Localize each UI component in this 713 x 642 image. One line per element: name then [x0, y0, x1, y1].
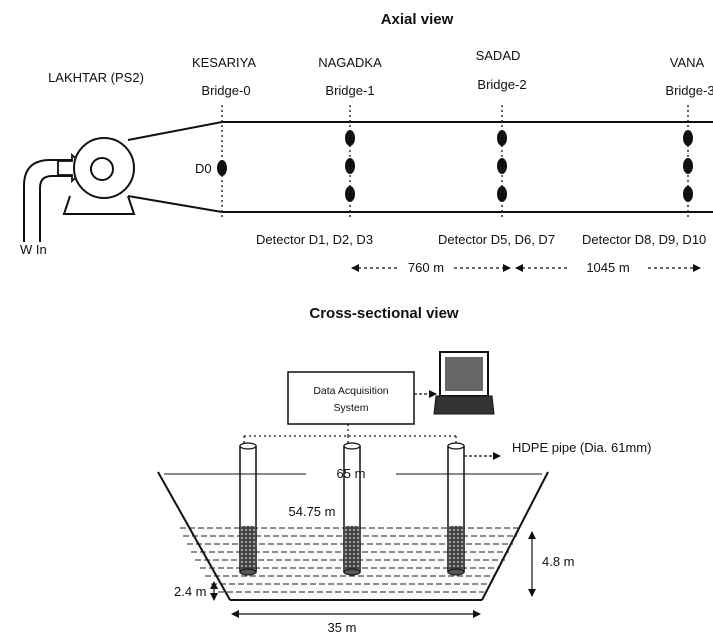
cross-view-title: Cross-sectional view	[309, 305, 459, 322]
bridge-2-label: Bridge-2	[477, 77, 526, 92]
detector-d3	[345, 186, 355, 202]
inlet-label: W In	[20, 242, 47, 257]
bridge-1-place: NAGADKA	[318, 55, 382, 70]
detector-d1	[345, 130, 355, 146]
bridge-3-label: Bridge-3	[665, 83, 713, 98]
bridge-1-label: Bridge-1	[325, 83, 374, 98]
daq-label-line2: System	[333, 402, 368, 414]
detector-d6	[497, 158, 507, 174]
detector-group-1-label: Detector D1, D2, D3	[256, 232, 373, 247]
water-width-label: 54.75 m	[289, 504, 336, 519]
distance-1045: 1045 m	[586, 260, 629, 275]
pipe-right	[447, 442, 465, 576]
cable-lines	[243, 424, 457, 446]
detector-d8	[683, 130, 693, 146]
detector-d0	[217, 160, 227, 176]
laptop-icon	[433, 351, 495, 415]
detector-d5	[497, 130, 507, 146]
bridge-3-place: VANA	[670, 55, 705, 70]
pump-icon	[62, 137, 136, 215]
depth-label: 4.8 m	[542, 554, 575, 569]
detector-group-2-label: Detector D5, D6, D7	[438, 232, 555, 247]
bridge-0-label: Bridge-0	[201, 83, 250, 98]
detector-d7	[497, 186, 507, 202]
axial-view-title: Axial view	[381, 11, 454, 28]
detector-d10	[683, 186, 693, 202]
inlet-pipe	[23, 159, 73, 242]
detector-d2	[345, 158, 355, 174]
bottom-height-label: 2.4 m	[174, 584, 207, 599]
pipe-left	[239, 442, 257, 576]
pump-station-label: LAKHTAR (PS2)	[48, 70, 144, 85]
daq-label-line1: Data Acquisition	[313, 385, 388, 397]
daq-box	[287, 371, 415, 425]
hdpe-pipes	[239, 442, 465, 576]
d0-label: D0	[195, 161, 212, 176]
pipe-middle	[343, 442, 361, 576]
bridge-2-place: SADAD	[476, 48, 521, 63]
detector-d9	[683, 158, 693, 174]
detector-group-3-label: Detector D8, D9, D10	[582, 232, 706, 247]
pipe-label: HDPE pipe (Dia. 61mm)	[512, 440, 651, 455]
bridge-0-place: KESARIYA	[192, 55, 256, 70]
distance-760: 760 m	[408, 260, 444, 275]
canal-outline	[127, 121, 713, 213]
bottom-width-label: 35 m	[328, 620, 357, 635]
top-width-label: 65 m	[337, 466, 366, 481]
